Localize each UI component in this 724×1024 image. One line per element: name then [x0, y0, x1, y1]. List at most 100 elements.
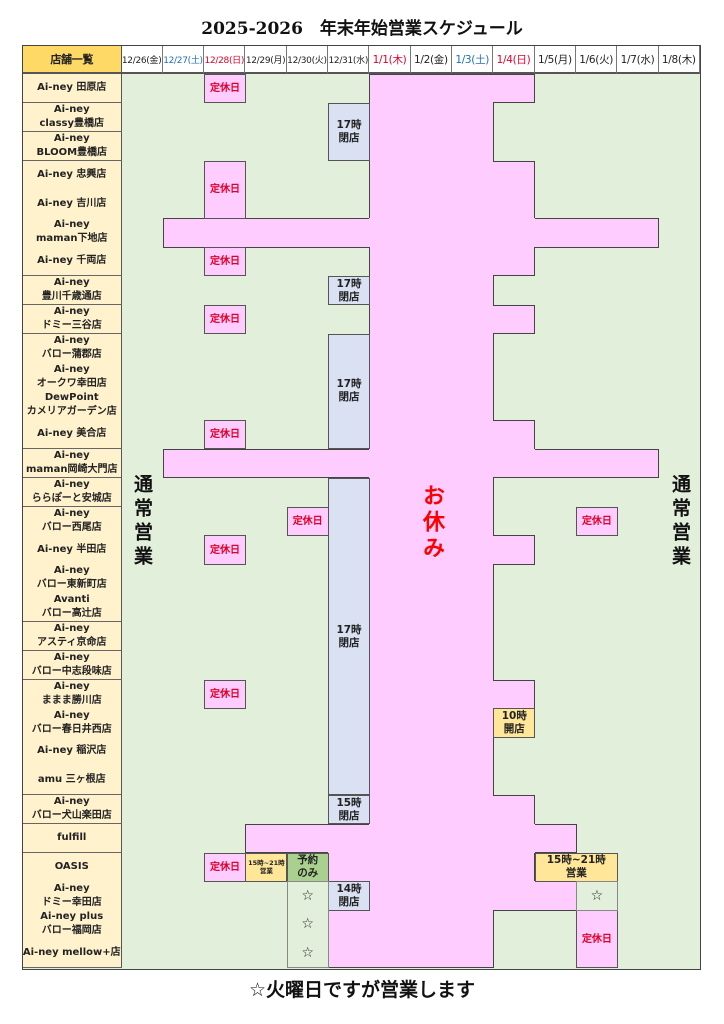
store-name-line: バロー中志段味店	[31, 665, 112, 677]
store-name-line: ららぽーと安城店	[31, 492, 112, 504]
closed-cell	[410, 823, 453, 854]
normal-business-label-left: 通常営業	[131, 474, 153, 570]
store-name-line: Avanti	[53, 594, 90, 606]
block-label: 閉店	[338, 896, 360, 909]
closed-cell	[452, 766, 494, 796]
date-header: 1/4(日)	[493, 46, 535, 74]
store-name-line: Ai-ney	[53, 103, 90, 115]
closed-cell	[534, 823, 577, 854]
regular-holiday-block: 定休日	[204, 247, 246, 277]
closed-cell	[410, 131, 453, 161]
block-label: 閉店	[338, 391, 360, 404]
store-name-cell: Ai-ney 稲沢店	[23, 737, 122, 767]
store-name-line: Ai-ney mellow+店	[22, 947, 121, 959]
closed-cell	[452, 218, 494, 248]
block-label: 15時~21時	[248, 859, 285, 868]
date-header: 1/7(水)	[617, 46, 659, 74]
star-icon: ☆	[301, 888, 314, 905]
closed-cell	[328, 823, 370, 854]
early-close-block: 17時閉店	[328, 102, 370, 161]
closed-cell	[410, 679, 453, 709]
closed-cell	[369, 766, 412, 796]
store-name-cell: amu 三ヶ根店	[23, 766, 122, 796]
closed-cell	[452, 650, 494, 681]
closed-cell	[410, 333, 453, 363]
closed-cell	[286, 823, 329, 854]
closed-cell	[452, 852, 494, 882]
closed-cell	[369, 131, 412, 161]
regular-holiday-block: 定休日	[204, 535, 246, 565]
block-label: 営業	[259, 867, 273, 876]
closed-cell	[369, 333, 412, 363]
store-name-cell: Ai-ney 田原店	[23, 74, 122, 104]
closed-cell	[286, 448, 329, 479]
block-label: 予約	[297, 854, 319, 867]
store-name-line: Ai-ney	[53, 478, 90, 490]
closed-cell	[452, 102, 494, 133]
closed-cell	[452, 362, 494, 392]
closed-cell	[369, 506, 412, 536]
closed-cell	[410, 218, 453, 248]
closed-cell	[328, 910, 370, 940]
closed-cell	[452, 247, 494, 277]
closed-cell	[493, 823, 536, 854]
store-name-line: Ai-ney	[53, 796, 90, 808]
block-label: 定休日	[210, 688, 241, 700]
early-close-block: 14時閉店	[328, 881, 370, 911]
block-label: のみ	[297, 867, 319, 880]
closed-cell	[410, 275, 453, 306]
store-name-line: Ai-ney 稲沢店	[37, 745, 107, 757]
closed-cell	[452, 448, 494, 479]
block-label: 定休日	[210, 544, 241, 556]
closed-cell	[410, 506, 453, 536]
date-header: 12/30(火)	[286, 46, 329, 74]
block-label: 定休日	[581, 933, 612, 945]
closed-cell	[369, 362, 412, 392]
store-list-header: 店舗一覧	[23, 46, 122, 74]
closed-cell	[410, 564, 453, 594]
closed-cell	[369, 391, 412, 421]
store-name-line: maman下地店	[36, 233, 108, 245]
closed-cell	[369, 74, 412, 104]
store-name-line: Ai-ney	[53, 334, 90, 346]
store-name-line: Ai-ney	[53, 651, 90, 663]
block-label: 15時	[336, 796, 362, 809]
block-label: 定休日	[210, 184, 241, 196]
store-name-line: Ai-ney 忠興店	[37, 168, 107, 180]
store-name-line: Ai-ney 田原店	[37, 82, 107, 94]
block-label: 閉店	[338, 809, 360, 822]
store-name-line: Ai-ney	[53, 219, 90, 231]
closed-cell	[162, 448, 205, 479]
closed-cell	[493, 679, 536, 709]
store-name-line: カメリアガーデン店	[26, 406, 117, 418]
closed-cell	[369, 737, 412, 767]
closed-cell	[410, 535, 453, 565]
page-title: 2025-2026 年末年始営業スケジュール	[201, 19, 523, 39]
early-close-block: 17時閉店	[328, 477, 370, 796]
block-label: 定休日	[581, 515, 612, 527]
block-label: 営業	[565, 867, 587, 880]
store-name-line: Ai-ney 半田店	[37, 543, 107, 555]
closed-cell	[576, 448, 618, 479]
block-label: 定休日	[210, 429, 241, 441]
closed-cell	[410, 794, 453, 825]
closed-cell	[617, 448, 660, 479]
store-name-line: ままま勝川店	[41, 694, 102, 706]
closed-cell	[410, 247, 453, 277]
closed-cell	[410, 910, 453, 940]
closed-cell	[410, 593, 453, 623]
store-name-cell: Ai-ney ららぽーと安城店	[23, 477, 122, 508]
star-icon: ☆	[590, 887, 604, 904]
star-icon: ☆	[301, 944, 314, 961]
date-header: 12/31(水)	[328, 46, 370, 74]
closed-cell	[369, 102, 412, 133]
closed-cell	[493, 74, 536, 104]
store-name-line: バロー福岡店	[41, 925, 102, 937]
closed-cell	[369, 621, 412, 652]
